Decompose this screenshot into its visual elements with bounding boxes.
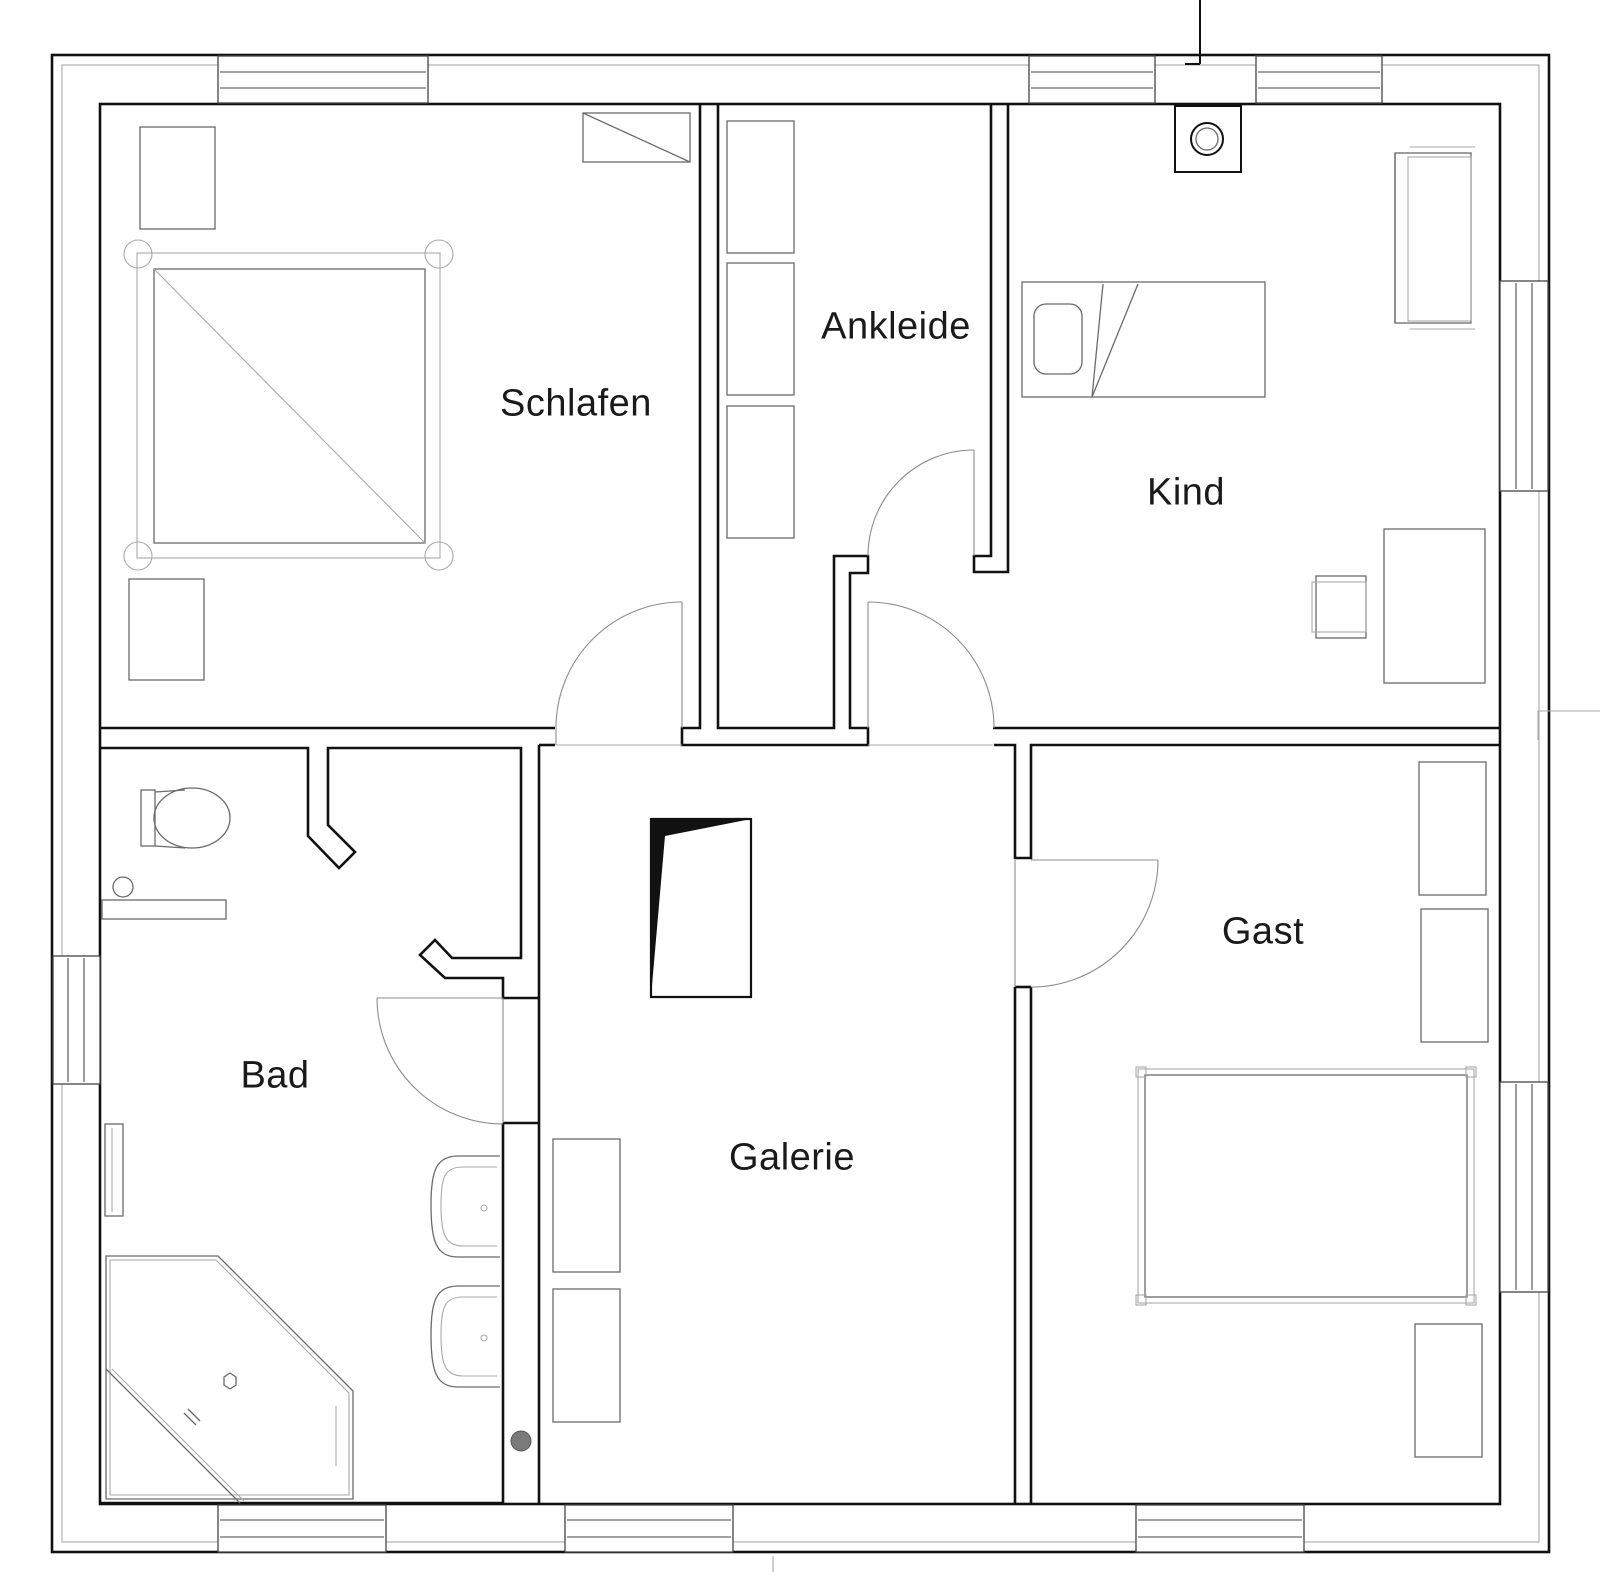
room-label-kind: Kind (1146, 471, 1226, 514)
room-label-galerie: Galerie (729, 1136, 855, 1179)
windows (52, 55, 1549, 1553)
dressing-furniture (726, 120, 795, 539)
doors (376, 449, 1159, 1125)
room-label-schlafen: Schlafen (500, 382, 652, 425)
interior-walls (100, 104, 1500, 1505)
gallery-furniture (552, 817, 753, 1423)
guest-furniture (1135, 761, 1489, 1458)
bedroom-furniture (123, 112, 691, 681)
room-label-bad: Bad (240, 1054, 310, 1097)
room-label-ankleide: Ankleide (821, 305, 971, 348)
column (510, 1430, 532, 1452)
kids-furniture (1021, 105, 1486, 684)
room-label-gast: Gast (1221, 910, 1305, 953)
bathroom-furniture (101, 787, 500, 1504)
outer-wall (50, 0, 1600, 1572)
